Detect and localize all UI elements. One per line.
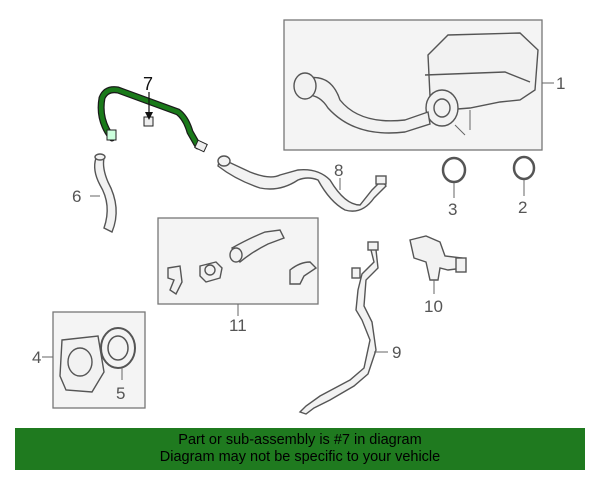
part-11-kit[interactable] [157,217,319,305]
part-10-valve[interactable] [409,235,467,281]
part-3-seal[interactable] [441,156,467,184]
part-2-clamp[interactable] [512,155,536,181]
part-4-5-assembly[interactable] [52,311,146,409]
part-8-hose[interactable] [217,155,387,212]
banner-line-2: Diagram may not be specific to your vehi… [159,449,441,465]
info-banner: Part or sub-assembly is #7 in diagram Di… [15,428,585,470]
callout-10: 10 [424,297,443,316]
callout-2: 2 [518,198,527,217]
callout-4: 4 [32,348,41,367]
part-1-assembly[interactable] [283,19,543,151]
part-9-pipe[interactable] [298,241,379,415]
part-6-hose[interactable] [93,153,117,233]
callout-8: 8 [334,161,343,180]
callout-5: 5 [116,384,125,403]
banner-line-1: Part or sub-assembly is #7 in diagram [178,432,422,448]
callout-9: 9 [392,343,401,362]
part-7-hose[interactable] [97,86,208,153]
callout-1: 1 [556,74,565,93]
callout-3: 3 [448,200,457,219]
callout-11: 11 [229,316,247,335]
callout-6: 6 [72,187,81,206]
callout-7: 7 [143,74,153,94]
